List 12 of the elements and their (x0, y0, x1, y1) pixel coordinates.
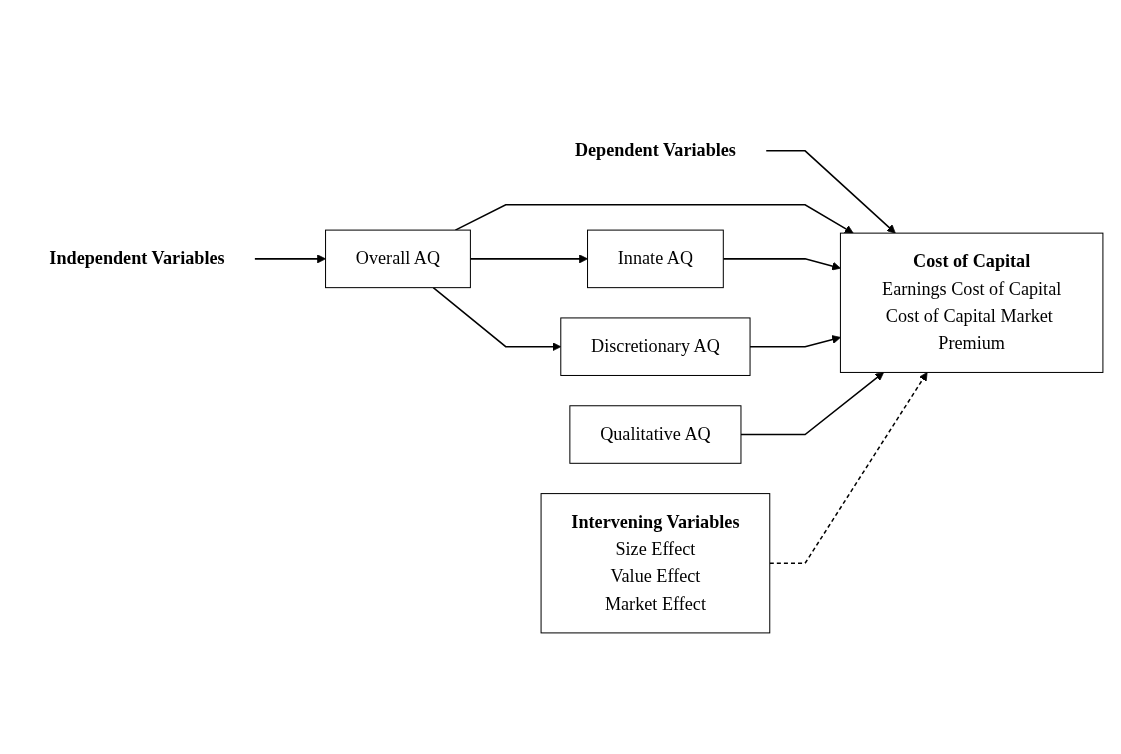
node-box: Discretionary AQ (559, 316, 751, 376)
arrow (253, 253, 326, 263)
node-text: Independent Variables (48, 247, 225, 268)
node-box: Overall AQ (324, 229, 471, 288)
node-box: Qualitative AQ (568, 404, 741, 464)
arrow (764, 149, 896, 234)
node-box: Cost of Capital Earnings Cost of Capital Cost of Capital Market Premium (839, 232, 1103, 373)
arrow (432, 286, 561, 351)
node-text: Dependent Variables (574, 139, 736, 160)
node-box: Innate AQ (586, 229, 724, 288)
arrow (469, 253, 588, 263)
node-box: Intervening Variables Size Effect Value Effect Market Effect (540, 492, 770, 633)
